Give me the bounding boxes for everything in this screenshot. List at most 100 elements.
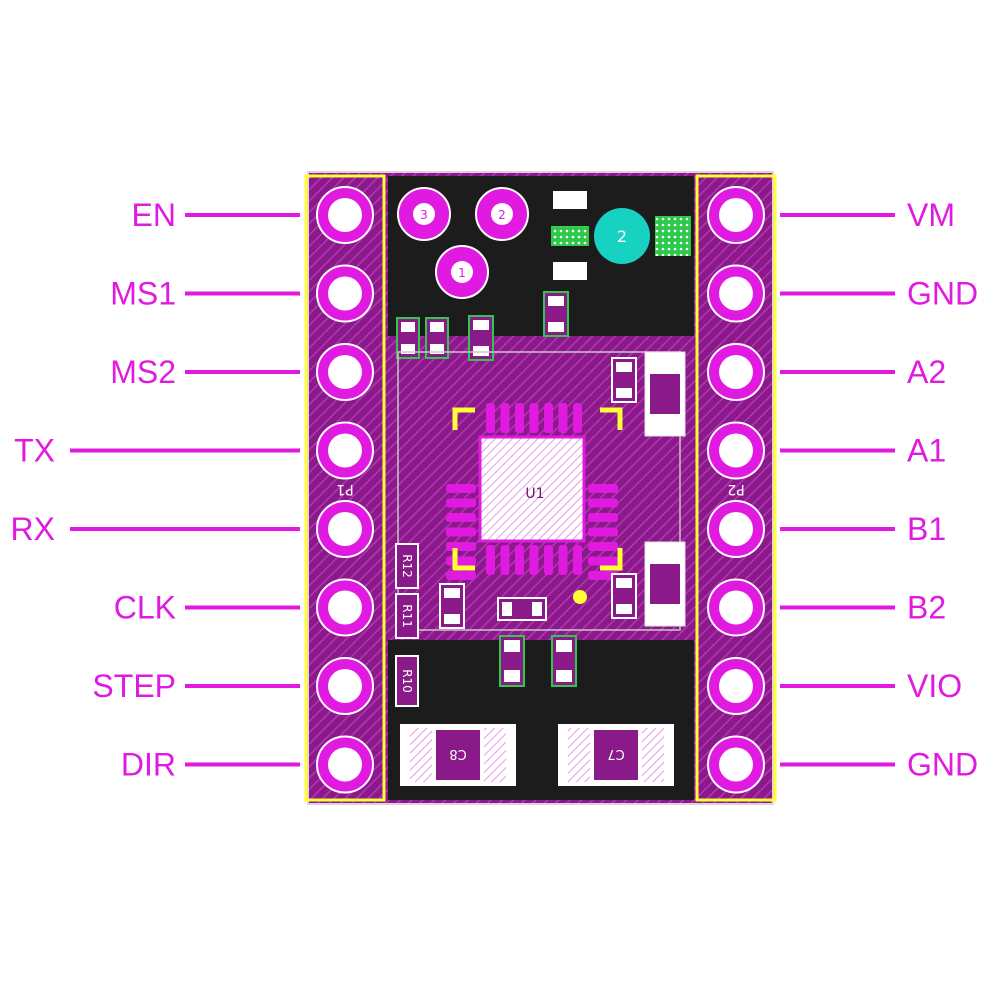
left-pin-1: EN bbox=[132, 186, 374, 244]
resistor-r11-label: R11 bbox=[400, 604, 414, 628]
pin-hole bbox=[328, 747, 362, 782]
left-pin-3: MS2 bbox=[110, 343, 374, 401]
chip-pin bbox=[486, 545, 495, 575]
pin-label-b1: B1 bbox=[907, 511, 946, 547]
chip-pin bbox=[515, 545, 524, 575]
smd-pad bbox=[655, 216, 691, 256]
chip-pin bbox=[573, 545, 582, 575]
chip-pin bbox=[500, 545, 510, 575]
resistor-r12-label: R12 bbox=[400, 554, 414, 578]
chip-pin bbox=[446, 484, 476, 493]
capacitor-c7: C7 bbox=[558, 724, 674, 786]
chip-pin bbox=[446, 513, 476, 522]
chip-corner-mark bbox=[600, 407, 623, 430]
right-pin-6: B2 bbox=[707, 578, 946, 637]
chip-pin bbox=[446, 556, 476, 566]
pin-hole bbox=[719, 433, 753, 468]
pin-hole bbox=[328, 512, 362, 546]
chip-pin bbox=[446, 542, 476, 551]
pin-label-b2: B2 bbox=[907, 590, 946, 626]
chip-corner-mark bbox=[452, 548, 475, 571]
pin-label-a1: A1 bbox=[907, 433, 946, 469]
test-point-3: 3 bbox=[397, 187, 451, 241]
smd-pad bbox=[551, 226, 589, 246]
chip-pin bbox=[446, 571, 476, 580]
pin-hole bbox=[719, 198, 753, 232]
right-pin-7: VIO bbox=[707, 657, 962, 715]
chip-pin bbox=[558, 403, 568, 433]
pin-label-step: STEP bbox=[92, 668, 176, 704]
pin-hole bbox=[328, 433, 362, 468]
pin-label-vio: VIO bbox=[907, 668, 962, 704]
header-right-outline bbox=[695, 174, 777, 802]
right-pin-5: B1 bbox=[707, 500, 946, 558]
smd-pad bbox=[553, 191, 587, 209]
pin-label-tx: TX bbox=[14, 433, 55, 469]
chip-corner-mark bbox=[600, 548, 623, 571]
chip-pin bbox=[588, 498, 618, 508]
pin1-dot bbox=[573, 590, 587, 604]
pin-hole bbox=[719, 590, 753, 625]
chip-pin bbox=[588, 556, 618, 566]
pin-label-clk: CLK bbox=[114, 590, 176, 626]
pin-label-ms2: MS2 bbox=[110, 354, 176, 390]
chip-label: U1 bbox=[525, 486, 544, 502]
resistor-r10: R10 bbox=[395, 655, 419, 707]
resistor-r12: R12 bbox=[395, 543, 419, 589]
chip-pin bbox=[529, 545, 539, 575]
pin-hole bbox=[328, 669, 362, 703]
capacitor-c8-label: C8 bbox=[449, 746, 466, 761]
right-pin-2: GND bbox=[707, 264, 978, 323]
left-pin-4: TX bbox=[14, 421, 374, 480]
header-right-label: P2 bbox=[727, 481, 744, 497]
capacitor-c8: C8 bbox=[400, 724, 516, 786]
pin-hole bbox=[719, 512, 753, 546]
pin-label-dir: DIR bbox=[121, 747, 176, 783]
pin-hole bbox=[328, 198, 362, 232]
right-pin-4: A1 bbox=[707, 421, 946, 480]
pin-label-gnd: GND bbox=[907, 747, 978, 783]
chip-pin bbox=[588, 513, 618, 522]
pin-hole bbox=[328, 276, 362, 311]
left-pin-8: DIR bbox=[121, 735, 374, 794]
left-pin-7: STEP bbox=[92, 657, 374, 715]
chip-pin bbox=[558, 545, 568, 575]
test-point-2: 2 bbox=[475, 187, 529, 241]
left-pin-6: CLK bbox=[114, 578, 374, 637]
via-2: 2 bbox=[594, 208, 650, 264]
chip-pin bbox=[544, 545, 553, 575]
small-capacitor bbox=[611, 573, 637, 619]
pin-hole bbox=[328, 355, 362, 389]
chip-pin bbox=[588, 484, 618, 493]
chip-pin bbox=[529, 403, 539, 433]
capacitor-c7-label: C7 bbox=[607, 746, 624, 761]
smd-pad bbox=[553, 262, 587, 280]
right-pin-3: A2 bbox=[707, 343, 946, 401]
chip-pin bbox=[515, 403, 524, 433]
pin-hole bbox=[328, 590, 362, 625]
left-pin-2: MS1 bbox=[110, 264, 374, 323]
small-resistor bbox=[396, 317, 420, 359]
capacitor-right-bottom bbox=[644, 541, 686, 627]
chip-pin bbox=[446, 498, 476, 508]
small-capacitor bbox=[439, 583, 465, 629]
header-left-label: P1 bbox=[336, 481, 353, 497]
test-point-2-label: 2 bbox=[498, 208, 506, 222]
small-capacitor bbox=[497, 597, 547, 621]
chip-pin bbox=[500, 403, 510, 433]
pin-hole bbox=[719, 276, 753, 311]
small-capacitor bbox=[468, 315, 494, 361]
test-point-1: 1 bbox=[435, 245, 489, 299]
chip-pin bbox=[486, 403, 495, 433]
chip-keepout bbox=[397, 351, 681, 631]
chip-pin bbox=[573, 403, 582, 433]
right-pin-8: GND bbox=[707, 735, 978, 794]
capacitor-right-top bbox=[644, 351, 686, 437]
chip-pin bbox=[588, 542, 618, 551]
small-capacitor bbox=[551, 635, 577, 687]
pin-label-a2: A2 bbox=[907, 354, 946, 390]
chip-pin bbox=[588, 527, 618, 537]
small-capacitor bbox=[611, 357, 637, 403]
pin-label-vm: VM bbox=[907, 197, 955, 233]
pin-hole bbox=[719, 747, 753, 782]
